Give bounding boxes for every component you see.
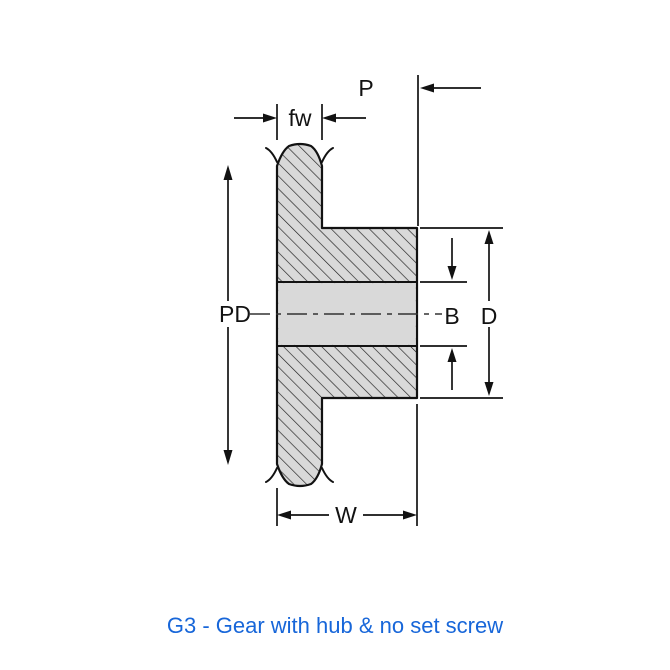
label-bore: B — [444, 303, 459, 329]
b-top-arrow — [447, 266, 457, 280]
dimension-face-width: fw — [234, 104, 366, 140]
label-face-width: fw — [289, 105, 312, 131]
label-pitch-diameter: PD — [219, 301, 251, 327]
dimension-hub-diameter: D — [420, 227, 503, 399]
diagram-caption: G3 - Gear with hub & no set screw — [167, 613, 503, 638]
tooth-flank-bottom-left — [265, 467, 278, 483]
fw-left-arrow — [263, 113, 277, 123]
tooth-flank-top-left — [265, 147, 278, 163]
w-right-arrow — [403, 510, 417, 520]
dimension-hub-width: W — [276, 404, 418, 528]
pd-bottom-arrow — [223, 450, 233, 465]
tooth-flank-top-right — [321, 147, 334, 163]
d-bottom-arrow — [484, 382, 494, 396]
p-arrow — [420, 83, 434, 93]
w-left-arrow — [277, 510, 291, 520]
dimension-bore: B — [420, 238, 467, 390]
dimension-pitch: P — [358, 75, 481, 226]
pd-top-arrow — [223, 165, 233, 180]
label-hub-diameter: D — [481, 303, 498, 329]
dimension-pitch-diameter: PD — [219, 165, 251, 465]
sprocket-body — [250, 142, 442, 488]
b-bottom-arrow — [447, 348, 457, 362]
fw-right-arrow — [322, 113, 336, 123]
tooth-flank-bottom-right — [321, 467, 334, 483]
label-hub-width: W — [335, 502, 357, 528]
d-top-arrow — [484, 230, 494, 244]
label-pitch: P — [358, 75, 373, 101]
